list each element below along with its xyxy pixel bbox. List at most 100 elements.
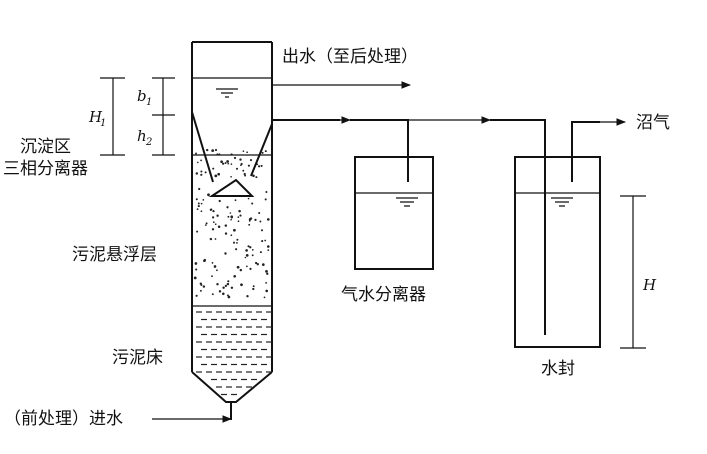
sludge-dot xyxy=(222,292,225,296)
sludge-dot xyxy=(264,150,267,153)
sludge-dot xyxy=(212,221,215,223)
sludge-dot xyxy=(207,193,210,197)
sludge-dot xyxy=(221,162,225,165)
sludge-dot xyxy=(206,148,209,152)
sludge-dot xyxy=(197,202,200,205)
sludge-dot xyxy=(249,246,252,249)
sludge-dot xyxy=(239,268,243,272)
sludge-dot xyxy=(248,219,251,222)
sludge-bed-dashes xyxy=(196,311,272,396)
sludge-dot xyxy=(226,206,229,209)
water-seal xyxy=(514,156,601,348)
separator-left-baffle xyxy=(191,111,214,183)
sludge-dot xyxy=(195,152,197,155)
sludge-dot xyxy=(214,238,217,240)
sludge-dot xyxy=(195,294,198,297)
separator-deflector-cone xyxy=(208,178,255,197)
three-phase-separator-label: 三相分离器 xyxy=(3,159,88,179)
separator-vessel xyxy=(354,156,434,270)
sludge-dot xyxy=(232,241,236,244)
dimension-H1-sub: 1 xyxy=(100,118,106,129)
sludge-dot xyxy=(267,249,270,251)
separator-right-baffle xyxy=(250,123,273,177)
sludge-dot xyxy=(261,263,265,266)
sludge-dot xyxy=(211,262,214,264)
sludge-dot xyxy=(252,285,255,288)
sludge-dot xyxy=(230,286,234,290)
sludge-dot xyxy=(202,199,205,201)
sludge-dot xyxy=(222,286,225,289)
sludge-dot xyxy=(230,175,232,178)
sludge-dot xyxy=(247,197,250,200)
sludge-dot xyxy=(236,265,240,269)
sludge-dot xyxy=(205,222,208,225)
sludge-dot xyxy=(202,285,206,288)
sludge-dot xyxy=(217,172,221,176)
sludge-dot xyxy=(236,238,239,241)
sludge-dot xyxy=(214,223,217,226)
sludge-dot xyxy=(264,198,267,201)
sludge-dot xyxy=(251,254,254,257)
sludge-dot xyxy=(242,169,245,172)
dimension-H: H xyxy=(620,195,657,349)
gas-pipe-into-separator xyxy=(350,119,409,182)
sludge-dot xyxy=(224,224,228,227)
sludge-dot xyxy=(266,272,269,275)
sludge-dot xyxy=(233,274,237,278)
sludge-dot xyxy=(229,212,232,214)
sludge-dot xyxy=(214,148,218,152)
sludge-dot xyxy=(267,245,270,248)
sludge-dot xyxy=(199,289,202,292)
sludge-dot xyxy=(211,149,215,152)
sludge-dot xyxy=(194,262,198,265)
sludge-dot xyxy=(248,223,251,226)
sludge-dot xyxy=(238,209,241,213)
sludge-dot xyxy=(213,265,217,268)
sludge-dot xyxy=(220,160,223,164)
seal-vessel xyxy=(514,156,601,348)
sludge-dot xyxy=(246,151,248,154)
sludge-dot xyxy=(211,228,215,231)
sludge-dot xyxy=(235,167,239,170)
uasb-reactor xyxy=(191,41,273,420)
sludge-dot xyxy=(195,268,198,271)
dimension-h2-sub: 2 xyxy=(145,137,152,148)
sludge-dot xyxy=(227,215,230,218)
sludge-dot xyxy=(196,161,199,164)
sludge-dot xyxy=(246,265,248,268)
dimension-H1-label: H xyxy=(88,108,103,126)
gas-water-separator-label: 气水分离器 xyxy=(341,285,426,305)
sludge-dot xyxy=(247,164,250,167)
sludge-dot xyxy=(249,159,253,162)
sludge-dot xyxy=(198,187,201,191)
sludge-dot xyxy=(200,202,203,205)
sludge-dot xyxy=(195,198,198,201)
dimension-h2-label: h xyxy=(137,127,147,145)
sludge-dot xyxy=(256,163,259,166)
sludge-dot xyxy=(216,283,219,286)
sludge-dot xyxy=(227,162,230,165)
sludge-dot xyxy=(233,156,237,160)
water-seal-label: 水封 xyxy=(541,359,575,379)
sludge-dot xyxy=(256,263,259,266)
sludge-dot xyxy=(224,284,228,288)
sludge-dot xyxy=(211,293,214,296)
sludge-dot xyxy=(246,295,249,298)
sludge-dot xyxy=(260,229,264,232)
sludge-dot xyxy=(239,214,242,217)
sludge-bed-label: 污泥床 xyxy=(112,348,163,368)
sludge-dot xyxy=(218,153,221,156)
biogas-pipe xyxy=(571,121,600,182)
sludge-dot xyxy=(224,252,227,255)
sludge-dot xyxy=(230,234,233,237)
sludge-dot xyxy=(226,282,230,286)
sludge-dot xyxy=(261,240,264,243)
sludge-dot xyxy=(216,269,218,272)
sludge-dot xyxy=(211,275,213,278)
sludge-dot xyxy=(200,159,203,162)
sludge-dot xyxy=(259,220,262,223)
sludge-dot xyxy=(195,172,199,175)
dimension-b1-label: b xyxy=(137,87,147,105)
sludge-dot xyxy=(204,224,207,226)
sludge-dot xyxy=(244,256,247,259)
